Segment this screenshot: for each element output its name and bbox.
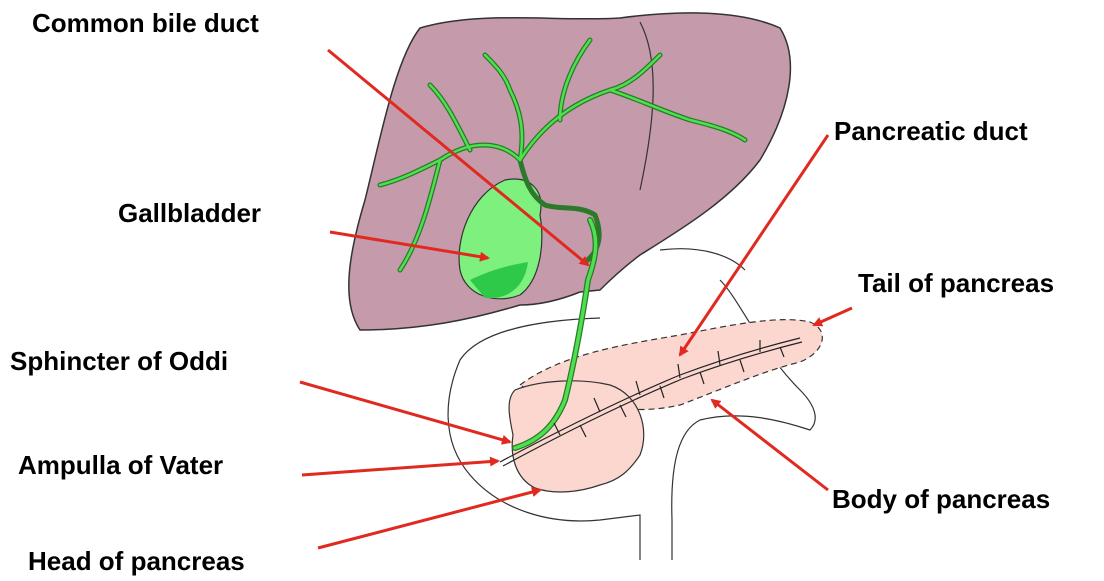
label-common-bile-duct: Common bile duct: [32, 10, 259, 36]
label-head-of-pancreas: Head of pancreas: [28, 548, 245, 574]
label-body-of-pancreas: Body of pancreas: [832, 486, 1050, 512]
label-gallbladder: Gallbladder: [118, 200, 261, 226]
arrow-body-of-pancreas: [712, 400, 828, 490]
arrow-tail-of-pancreas: [814, 308, 852, 325]
label-ampulla-of-vater: Ampulla of Vater: [18, 452, 223, 478]
arrow-head-of-pancreas: [318, 490, 540, 548]
label-tail-of-pancreas: Tail of pancreas: [858, 270, 1054, 296]
pancreas-head: [509, 381, 644, 492]
label-sphincter-of-oddi: Sphincter of Oddi: [10, 348, 228, 374]
label-pancreatic-duct: Pancreatic duct: [834, 118, 1028, 144]
arrow-sphincter-of-oddi: [300, 382, 510, 442]
